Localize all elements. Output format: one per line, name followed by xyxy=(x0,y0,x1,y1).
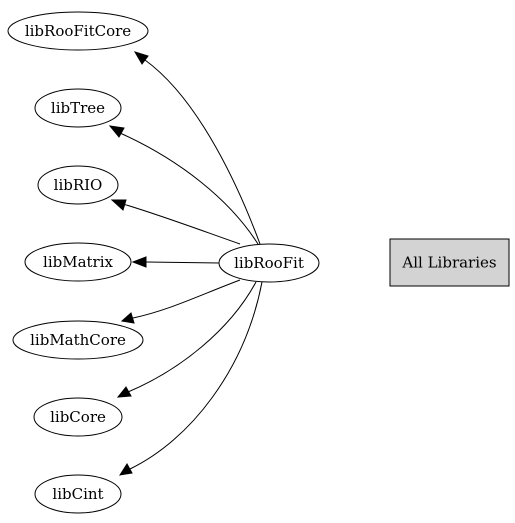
edge-librootfit-to-libcore xyxy=(116,281,257,398)
all-libraries-box xyxy=(389,238,510,287)
edges xyxy=(108,51,263,476)
node-librio[interactable]: libRIO xyxy=(37,165,119,205)
edge-librootfit-to-librio xyxy=(110,199,241,245)
node-libcint[interactable]: libCint xyxy=(34,474,122,514)
node-librootfitcore[interactable]: libRooFitCore xyxy=(7,11,149,51)
node-libmatrix[interactable]: libMatrix xyxy=(24,242,132,282)
edge-librootfit-to-libtree xyxy=(108,125,259,245)
node-libtree[interactable]: libTree xyxy=(34,88,122,128)
node-librootfit-label: libRooFit xyxy=(234,254,304,272)
edge-librootfit-to-libmatrix xyxy=(131,256,221,268)
node-libtree-label: libTree xyxy=(51,99,105,117)
node-librootfitcore-label: libRooFitCore xyxy=(25,22,131,40)
node-libmathcore-shape xyxy=(12,320,144,360)
node-librootfitcore-shape xyxy=(7,11,149,51)
node-libmathcore[interactable]: libMathCore xyxy=(12,320,144,360)
node-librio-label: libRIO xyxy=(54,176,103,194)
all-libraries-link[interactable]: All Libraries xyxy=(389,238,510,287)
node-libcint-label: libCint xyxy=(52,485,103,503)
node-libtree-shape xyxy=(34,88,122,128)
node-libmatrix-shape xyxy=(24,242,132,282)
node-libcint-shape xyxy=(34,474,122,514)
node-librootfit-shape xyxy=(218,243,320,283)
edge-librootfit-to-librootfitcore xyxy=(133,51,261,245)
node-libcore-shape xyxy=(33,397,123,437)
node-libmathcore-label: libMathCore xyxy=(30,331,126,349)
edge-librootfit-to-libmathcore xyxy=(120,279,241,324)
node-librio-shape xyxy=(37,165,119,205)
node-librootfit[interactable]: libRooFit xyxy=(218,243,320,283)
all-libraries-label: All Libraries xyxy=(401,254,496,272)
edge-librootfit-to-libcint xyxy=(118,281,263,476)
node-libmatrix-label: libMatrix xyxy=(43,253,113,271)
node-libcore[interactable]: libCore xyxy=(33,397,123,437)
node-libcore-label: libCore xyxy=(50,408,106,426)
